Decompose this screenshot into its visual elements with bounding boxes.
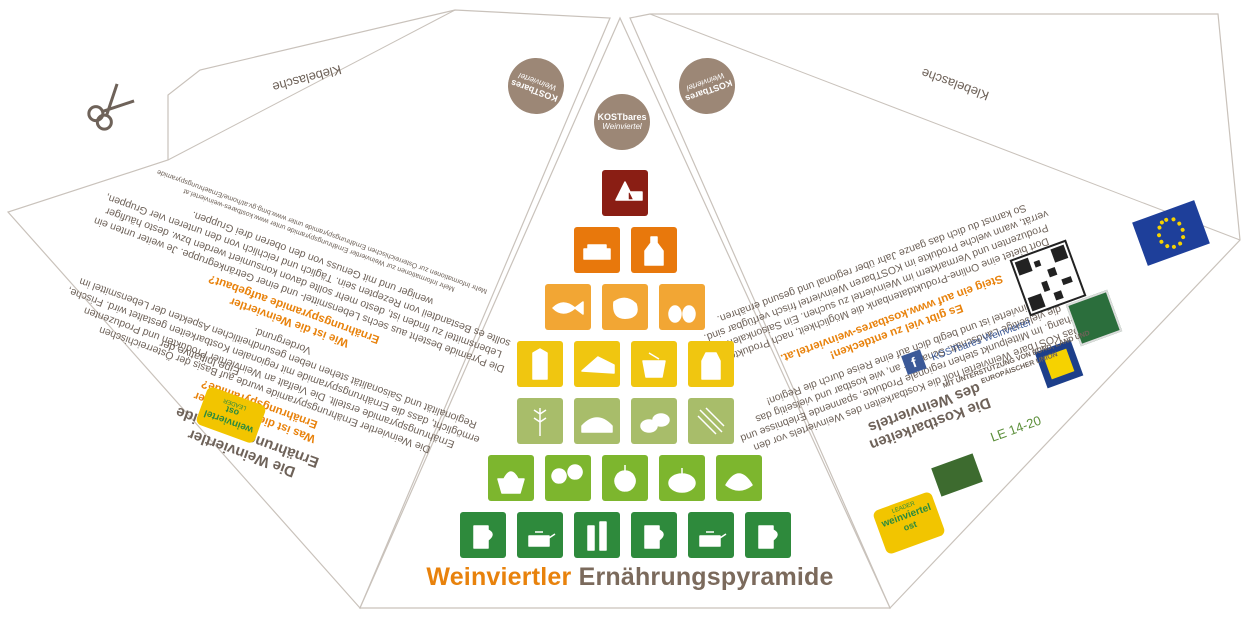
cabbage-icon <box>725 473 753 491</box>
eu-flag <box>1132 200 1210 266</box>
meat-icon <box>613 297 638 319</box>
apples-icon <box>614 465 636 492</box>
eggs-tile <box>659 284 705 330</box>
fruits-icon <box>551 464 583 484</box>
cheese-icon <box>580 356 615 374</box>
vegetables-basket-icon <box>497 471 525 494</box>
kost-badge-center: KOSTbares Weinviertel <box>594 94 650 150</box>
fish-icon <box>552 301 584 315</box>
meat-tile <box>602 284 648 330</box>
fish-tile <box>545 284 591 330</box>
jug-tile <box>459 512 506 558</box>
yogurt-tile <box>630 341 677 387</box>
qr-code <box>1009 239 1087 317</box>
potatoes-tile <box>630 398 677 444</box>
jug-2-icon <box>643 525 664 549</box>
left-panel-outline <box>6 9 611 610</box>
bread-icon <box>580 417 613 433</box>
grain-icon <box>533 408 546 436</box>
yogurt-icon <box>641 352 666 378</box>
pasta-tile <box>687 398 734 444</box>
milk-carton-icon <box>531 348 548 380</box>
milk-carton-tile <box>516 341 563 387</box>
oil-bottle-tile <box>630 227 677 273</box>
left-flap-fold <box>167 9 456 161</box>
cheese-tile <box>573 341 620 387</box>
teapot-2-icon <box>698 531 726 547</box>
bread-tile <box>573 398 620 444</box>
eggs-icon <box>668 305 696 323</box>
bottles-tile <box>573 512 620 558</box>
jug-3-icon <box>757 525 778 549</box>
right-flap-fold <box>649 13 1241 241</box>
grain-tile <box>516 398 563 444</box>
butter-icon <box>582 244 611 260</box>
jug-3-tile <box>744 512 791 558</box>
teapot-icon <box>527 531 555 547</box>
jug-2-tile <box>630 512 677 558</box>
eu-stars-icon <box>1157 217 1186 249</box>
butter-tile <box>573 227 620 273</box>
teapot-tile <box>516 512 563 558</box>
jug-icon <box>472 525 493 549</box>
ice-cream-cake-tile <box>602 170 648 216</box>
pumpkin-tile <box>659 455 705 501</box>
potatoes-icon <box>639 413 670 433</box>
pumpkin-icon <box>668 468 696 493</box>
title-part-1: Weinviertler <box>426 563 572 591</box>
pyramid-title: Weinviertler Ernährungspyramide <box>420 563 840 592</box>
milk-dairy-tile <box>687 341 734 387</box>
apples-tile <box>602 455 648 501</box>
teapot-2-tile <box>687 512 734 558</box>
title-part-2: Ernährungspyramide <box>578 563 834 591</box>
fruits-tile <box>545 455 591 501</box>
pasta-icon <box>696 407 725 435</box>
scissors-icon <box>87 83 135 131</box>
cabbage-tile <box>716 455 762 501</box>
right-panel-outline <box>629 13 1241 610</box>
milk-dairy-icon <box>700 352 721 380</box>
oil-bottle-icon <box>643 236 664 266</box>
qr-code-icon <box>1014 244 1073 312</box>
vegetables-basket-tile <box>488 455 534 501</box>
ice-cream-cake-icon <box>615 181 643 201</box>
bottles-icon <box>586 521 607 551</box>
